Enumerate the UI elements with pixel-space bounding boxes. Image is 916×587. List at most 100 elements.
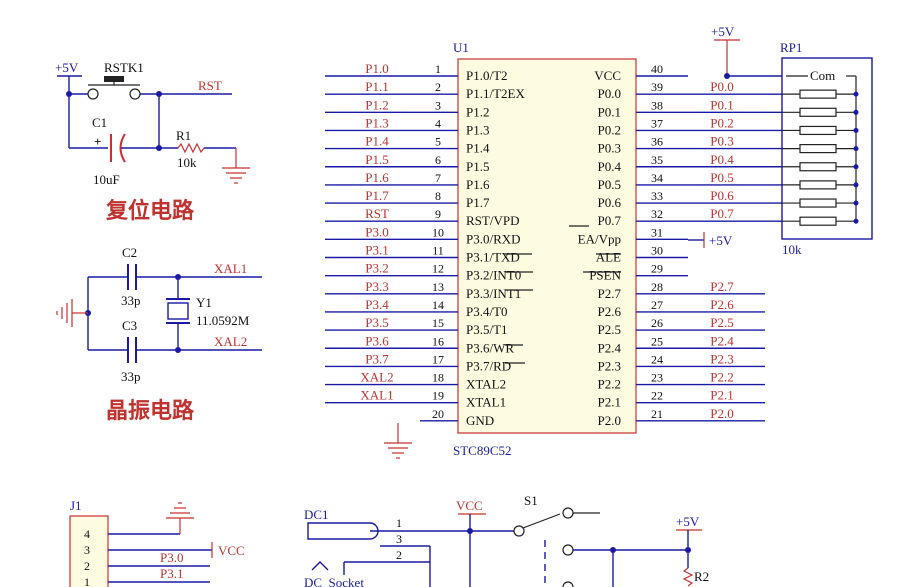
rp1-resistor-P0.3 [782, 144, 859, 154]
u1-pin-net-label: P1.0 [365, 61, 388, 76]
u1-pin-net-label: P3.4 [365, 297, 389, 312]
rp1-common-label: Com [810, 68, 835, 83]
resistor-pack-rp1: RP1 Com 10k [780, 40, 873, 257]
u1-pin-name: PSEN [589, 268, 621, 283]
u1-part: STC89C52 [453, 443, 512, 458]
u1-pin-number: 26 [651, 316, 663, 330]
u1-pin-number: 39 [651, 80, 663, 94]
u1-pin-name: P1.5 [466, 159, 489, 174]
u1-pin-name: P1.6 [466, 177, 490, 192]
dc1-pin-1: 1 [396, 516, 402, 530]
u1-pin-name: P1.0/T2 [466, 68, 508, 83]
u1-pin-number: 30 [651, 244, 663, 258]
u1-pin-net-label: P0.4 [710, 152, 734, 167]
rp1-ref: RP1 [780, 40, 802, 55]
u1-pin-name: P3.0/RXD [466, 231, 521, 246]
y1-value: 11.0592M [196, 313, 250, 328]
reset-switch-contact-right [129, 88, 141, 100]
crystal-circuit-title: 晶振电路 [106, 398, 195, 424]
u1-pin-number: 27 [651, 298, 663, 312]
u1-pin-net-label: P3.2 [365, 261, 388, 276]
ea-vpp-supply-label: +5V [709, 233, 733, 248]
j1-pin-3: 3 [84, 543, 90, 557]
u1-pin-name: P0.1 [598, 104, 621, 119]
u1-pin-net-label: P3.5 [365, 315, 388, 330]
u1-pin-net-label: P2.3 [710, 351, 733, 366]
rp1-resistor-P0.6 [782, 198, 859, 208]
u1-pin-number: 20 [432, 407, 444, 421]
u1-pin-number: 38 [651, 98, 663, 112]
c3-value: 33p [121, 369, 141, 384]
u1-pin-net-label: P1.4 [365, 134, 389, 149]
u1-pin-number: 1 [435, 62, 441, 76]
u1-pin-number: 40 [651, 62, 663, 76]
u1-pin-number: 31 [651, 225, 663, 239]
u1-pin-net-label: P1.5 [365, 152, 388, 167]
u1-pin-name: P1.1/T2EX [466, 86, 525, 101]
u1-pin-net-label: P0.2 [710, 115, 733, 130]
u1-pin-net-label: P2.7 [710, 279, 734, 294]
u1-pin-net-label: P1.2 [365, 97, 388, 112]
u1-pin-name: P2.2 [598, 377, 621, 392]
s1-contact-1 [562, 507, 574, 519]
u1-pin-net-label: P3.0 [365, 224, 388, 239]
reset-switch-button [104, 76, 124, 82]
u1-pin-name: P0.7 [598, 213, 622, 228]
u1-pin-name: P3.7/RD [466, 358, 511, 373]
rp1-resistor-P0.2 [782, 125, 859, 136]
u1-pin-name: P3.2/INT0 [466, 268, 521, 283]
u1-pin-name: P0.2 [598, 122, 621, 137]
u1-pin-net-label: P3.1 [365, 243, 388, 258]
reset-circuit: +5V RSTK1 RST + C1 10uF R1 10k 复位电路 [55, 60, 250, 224]
reset-vcc-label: +5V [55, 60, 79, 75]
y1-ref: Y1 [196, 295, 212, 310]
u1-ref: U1 [453, 40, 469, 55]
r1-ref: R1 [176, 128, 191, 143]
j1-vcc-label: VCC [218, 543, 245, 558]
s1-contact-2 [562, 544, 574, 556]
s1-contact-3 [562, 581, 574, 587]
j1-pin-1: 1 [84, 575, 90, 587]
u1-pin-net-label: P3.6 [365, 333, 389, 348]
u1-pin-name: P0.5 [598, 177, 621, 192]
u1-pin-number: 21 [651, 407, 663, 421]
u1-pin-number: 32 [651, 207, 663, 221]
u1-pin-net-label: P3.7 [365, 351, 389, 366]
power-supply-label: +5V [676, 514, 700, 529]
u1-pin-name: P2.5 [598, 322, 621, 337]
u1-pin-number: 29 [651, 262, 663, 276]
u1-pin-net-label: P2.1 [710, 388, 733, 403]
u1-pin-number: 14 [432, 298, 444, 312]
u1-pin-name: ALE [596, 250, 621, 265]
u1-pin-net-label: XAL1 [360, 388, 393, 403]
u1-pin-name: P1.2 [466, 104, 489, 119]
u1-pin-name: P0.4 [598, 159, 622, 174]
c1-value: 10uF [93, 172, 120, 187]
u1-pin-number: 8 [435, 189, 441, 203]
u1-pin-number: 18 [432, 371, 444, 385]
u1-pin-name: P2.6 [598, 304, 622, 319]
u1-pin-name: P0.3 [598, 141, 621, 156]
u1-pin-name: P3.6/WR [466, 340, 514, 355]
u1-pin-name: P1.7 [466, 195, 490, 210]
u1-pin-name: VCC [594, 68, 621, 83]
u1-pin-net-label: XAL2 [360, 370, 393, 385]
